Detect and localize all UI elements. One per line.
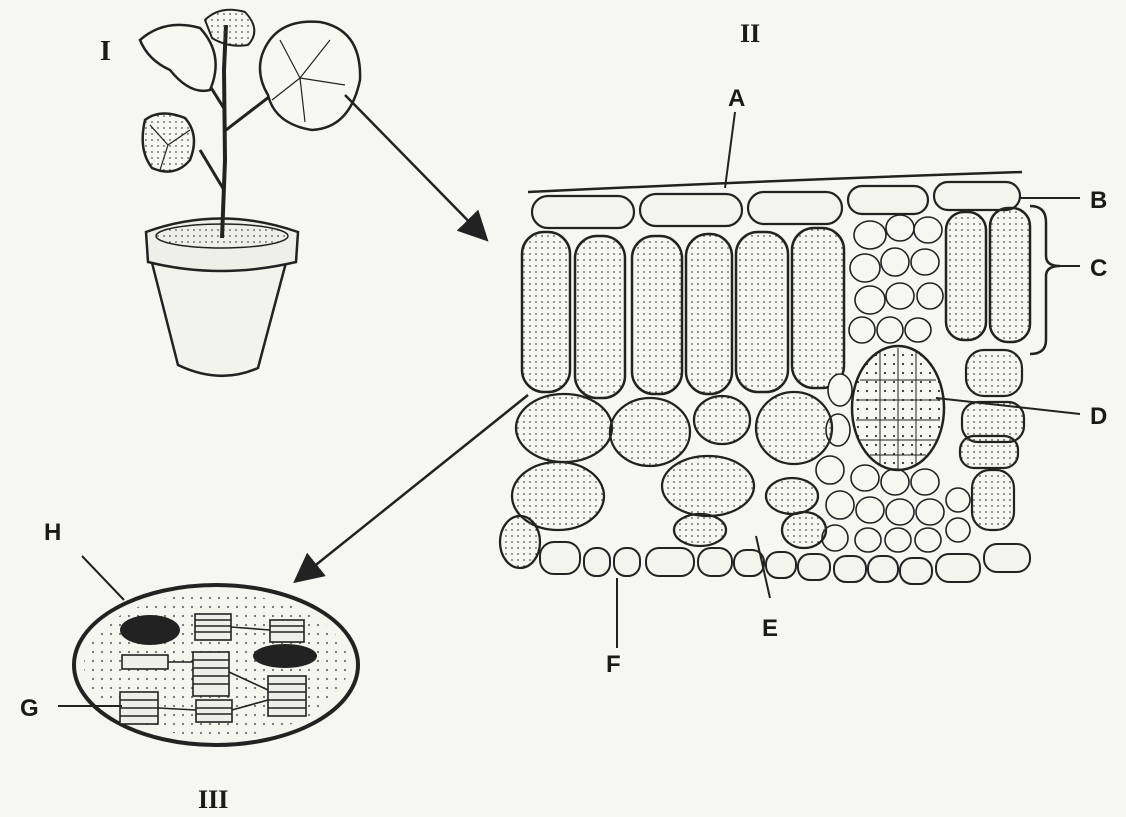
label-f: F <box>606 651 621 678</box>
label-d: D <box>1090 403 1107 430</box>
starch-grain <box>120 615 180 645</box>
lower-epidermis <box>540 542 1030 584</box>
arrow-leaf-to-section <box>345 95 485 238</box>
arrow-cell-to-chloroplast <box>297 395 528 580</box>
potted-plant <box>140 10 360 376</box>
plant-leaf <box>260 22 360 130</box>
label-e: E <box>762 615 778 642</box>
label-g: G <box>20 695 39 722</box>
starch-grain <box>253 644 317 668</box>
plant-leaf <box>143 113 194 171</box>
label-h: H <box>44 519 61 546</box>
panel-numeral-i: I <box>100 36 111 67</box>
label-b: B <box>1090 187 1107 214</box>
panel-numeral-ii: II <box>740 19 760 48</box>
label-c: C <box>1090 255 1107 282</box>
leaf-cross-section <box>500 112 1080 648</box>
panel-numeral-iii: III <box>198 785 228 814</box>
vascular-bundle <box>852 346 944 470</box>
palisade-bracket <box>1030 206 1060 354</box>
plant-pot <box>150 255 288 376</box>
label-a: A <box>728 85 745 112</box>
chloroplast <box>58 556 358 745</box>
plant-leaf <box>140 25 216 91</box>
palisade-layer <box>522 208 1030 398</box>
plant-leaf <box>205 10 254 46</box>
